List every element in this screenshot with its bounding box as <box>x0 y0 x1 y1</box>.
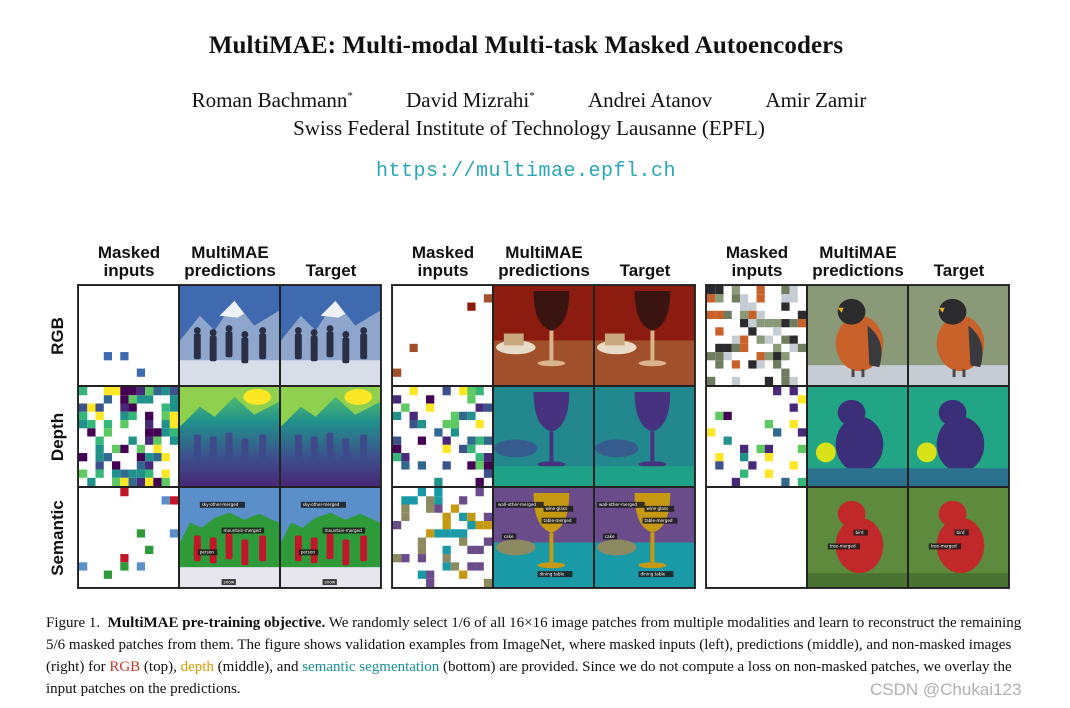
column-header-line: Target <box>619 261 671 280</box>
figure-image-ski-depth-prediction <box>179 386 280 487</box>
figure-image-bird-depth-target <box>908 386 1009 487</box>
row-header: Depth <box>36 386 80 487</box>
figure-image-wine-depth-prediction <box>493 386 594 487</box>
paper-title: MultiMAE: Multi-modal Multi-task Masked … <box>208 32 844 59</box>
segment-label: wine glass <box>545 506 567 511</box>
figure-image-wine-sem-target: wall-other-merged wine glass table-merged c… <box>594 487 695 588</box>
column-header-line: inputs <box>417 261 469 280</box>
column-header: Target <box>594 244 696 280</box>
column-header: Target <box>908 244 1010 280</box>
column-header-line: inputs <box>731 261 783 280</box>
figure-image-wine-sem-prediction: wall-other-merged wine glass table-merged c… <box>493 487 594 588</box>
figure-image-ski-rgb-target <box>280 285 381 386</box>
caption-heading: MultiMAE pre-training objective. <box>107 615 326 631</box>
figure-caption: Figure 1. MultiMAE pre-training objectiv… <box>46 615 1022 697</box>
author: Amir Zamir <box>765 88 867 112</box>
segment-label: snow <box>224 579 235 584</box>
figure-image-bird-rgb-prediction <box>807 285 908 386</box>
figure-image-ski-rgb-prediction <box>179 285 280 386</box>
figure-image-bird-depth-prediction <box>807 386 908 487</box>
row-header: Semantic <box>36 487 80 588</box>
column-header-line <box>280 244 382 262</box>
figure-image-bird-rgb-masked <box>706 285 807 386</box>
column-header: Target <box>280 244 382 280</box>
row-header-label: RGB <box>48 316 67 355</box>
segment-label: dining table <box>540 571 565 576</box>
author: David Mizrahi* <box>406 88 535 112</box>
column-header-line <box>908 244 1010 262</box>
segment-label: person <box>200 550 215 555</box>
figure-image-bird-rgb-target <box>908 285 1009 386</box>
figure-image-wine-sem-masked <box>392 487 493 588</box>
segment-label: snow <box>325 579 336 584</box>
watermark: CSDN @Chukai123 <box>870 680 1022 699</box>
segment-label: tree-merged <box>931 544 957 549</box>
column-header-line: predictions <box>184 261 276 280</box>
figure-image-ski-depth-masked <box>78 386 179 487</box>
segment-label: wall-other-merged <box>599 502 637 507</box>
segment-label: mountain-merged <box>224 528 262 533</box>
author: Roman Bachmann* <box>191 88 353 112</box>
figure-image-wine-rgb-target <box>594 285 695 386</box>
figure-image-ski-sem-prediction: sky-other-merged mountain-merged person sno… <box>179 487 280 588</box>
segment-label: dining table <box>641 571 666 576</box>
caption-rgb-word: RGB <box>109 659 141 675</box>
figure-image-ski-sem-masked <box>78 487 179 588</box>
figure-image-ski-depth-target <box>280 386 381 487</box>
author: Andrei Atanov <box>587 88 713 112</box>
figure-image-wine-depth-target <box>594 386 695 487</box>
segment-label: mountain-merged <box>325 528 363 533</box>
caption-depth-word: depth <box>180 659 214 675</box>
segment-label: table-merged <box>645 518 673 523</box>
row-header-label: Depth <box>48 412 67 461</box>
column-header-line: inputs <box>103 261 155 280</box>
figure-image-wine-rgb-prediction <box>493 285 594 386</box>
column-header-line <box>594 244 696 262</box>
segment-label: bird <box>957 530 965 535</box>
figure-image-bird-sem-target: bird tree-merged <box>908 487 1009 588</box>
segment-label: sky-other-merged <box>303 502 340 507</box>
figure-image-ski-sem-target: sky-other-merged mountain-merged person sno… <box>280 487 381 588</box>
segment-label: person <box>301 550 316 555</box>
column-header-line: Masked <box>725 243 789 262</box>
segment-label: cake <box>605 534 615 539</box>
figure-image-bird-sem-masked <box>706 487 807 588</box>
project-url[interactable]: https://multimae.epfl.ch <box>375 160 677 183</box>
segment-label: tree-merged <box>830 544 856 549</box>
column-header-line: MultiMAE <box>191 243 269 262</box>
column-header-line: MultiMAE <box>819 243 897 262</box>
segment-label: sky-other-merged <box>202 502 239 507</box>
figure-image-wine-depth-masked <box>392 386 493 487</box>
segment-label: bird <box>856 530 864 535</box>
column-header-line: predictions <box>498 261 590 280</box>
column-header-line: Target <box>933 261 985 280</box>
figure-image-bird-sem-prediction: bird tree-merged <box>807 487 908 588</box>
caption-semantic-word: semantic segmentation <box>302 659 440 675</box>
column-header-line: Masked <box>97 243 161 262</box>
row-header: RGB <box>36 285 80 386</box>
figure-image-wine-rgb-masked <box>392 285 493 386</box>
column-header-line: Masked <box>411 243 475 262</box>
segment-label: wine glass <box>646 506 668 511</box>
figure-image-ski-rgb-masked <box>78 285 179 386</box>
segment-label: wall-other-merged <box>498 502 536 507</box>
affiliation: Swiss Federal Institute of Technology La… <box>293 116 765 140</box>
column-header-line: Target <box>305 261 357 280</box>
row-header-label: Semantic <box>48 499 67 576</box>
column-header-line: MultiMAE <box>505 243 583 262</box>
column-header-line: predictions <box>812 261 904 280</box>
segment-label: table-merged <box>544 518 572 523</box>
figure-image-bird-depth-masked <box>706 386 807 487</box>
author-list: Roman Bachmann* David Mizrahi* Andrei At… <box>0 88 1058 113</box>
segment-label: cake <box>504 534 514 539</box>
